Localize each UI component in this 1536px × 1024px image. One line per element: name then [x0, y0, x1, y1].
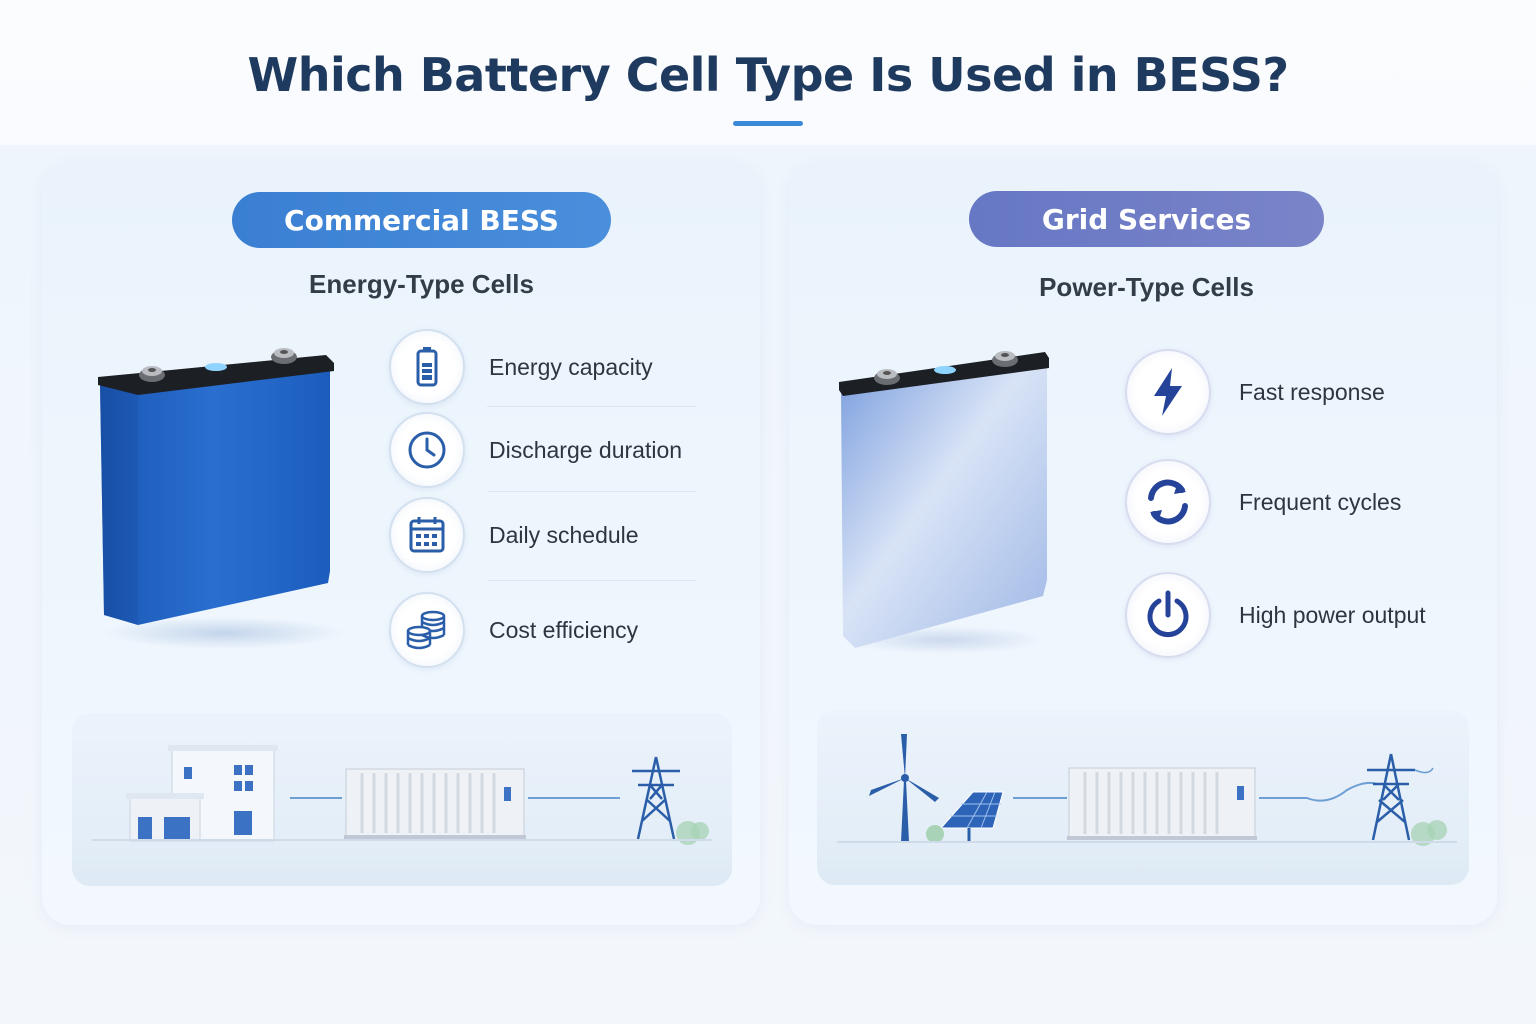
- feature-daily-schedule: Daily schedule: [389, 497, 639, 573]
- commercial-bess-badge: Commercial BESS: [232, 192, 611, 248]
- commercial-scene: [72, 713, 732, 886]
- feature-label: Fast response: [1239, 378, 1385, 405]
- clock-icon: [389, 412, 465, 488]
- feature-discharge-duration: Discharge duration: [389, 412, 682, 488]
- power-pylon-icon: [632, 756, 680, 840]
- energy-type-subtitle: Energy-Type Cells: [309, 269, 534, 299]
- feature-label: High power output: [1239, 601, 1426, 628]
- feature-fast-response: Fast response: [1125, 349, 1385, 435]
- feature-high-power-output: High power output: [1125, 572, 1426, 658]
- feature-divider: [487, 580, 697, 581]
- grid-scene: [817, 710, 1469, 885]
- container-icon: [344, 768, 526, 839]
- refresh-cycle-icon: [1125, 459, 1211, 545]
- feature-label: Discharge duration: [489, 436, 683, 463]
- grid-services-card: Grid Services Power-Type Cells: [789, 165, 1497, 925]
- wind-turbine-icon: [869, 734, 939, 842]
- feature-label: Daily schedule: [489, 521, 639, 548]
- power-pylon-icon: [1367, 753, 1415, 841]
- lightning-icon: [1125, 349, 1211, 435]
- solar-panel-icon: [926, 791, 1004, 843]
- commercial-bess-card: Commercial BESS Energy-Type Cells: [42, 165, 760, 925]
- feature-divider: [487, 491, 697, 492]
- feature-cost-efficiency: Cost efficiency: [389, 592, 638, 668]
- battery-icon: [389, 329, 465, 405]
- commercial-scene-illustration: [92, 745, 712, 845]
- feature-label: Cost efficiency: [489, 616, 639, 643]
- power-type-subtitle: Power-Type Cells: [1039, 272, 1254, 302]
- grid-services-badge: Grid Services: [969, 191, 1324, 247]
- grid-scene-illustration: [837, 734, 1457, 846]
- title-underline: [733, 121, 803, 126]
- coins-icon: [389, 592, 465, 668]
- feature-label: Frequent cycles: [1239, 488, 1402, 515]
- feature-energy-capacity: Energy capacity: [389, 329, 653, 405]
- calendar-icon: [389, 497, 465, 573]
- building-icon: [126, 745, 278, 842]
- power-icon: [1125, 572, 1211, 658]
- feature-label: Energy capacity: [489, 353, 653, 380]
- container-icon: [1067, 767, 1257, 840]
- energy-cell-image: [98, 348, 344, 649]
- feature-frequent-cycles: Frequent cycles: [1125, 459, 1401, 545]
- feature-divider: [487, 406, 697, 407]
- power-cell-image: [839, 351, 1049, 654]
- page-title: Which Battery Cell Type Is Used in BESS?: [247, 48, 1289, 102]
